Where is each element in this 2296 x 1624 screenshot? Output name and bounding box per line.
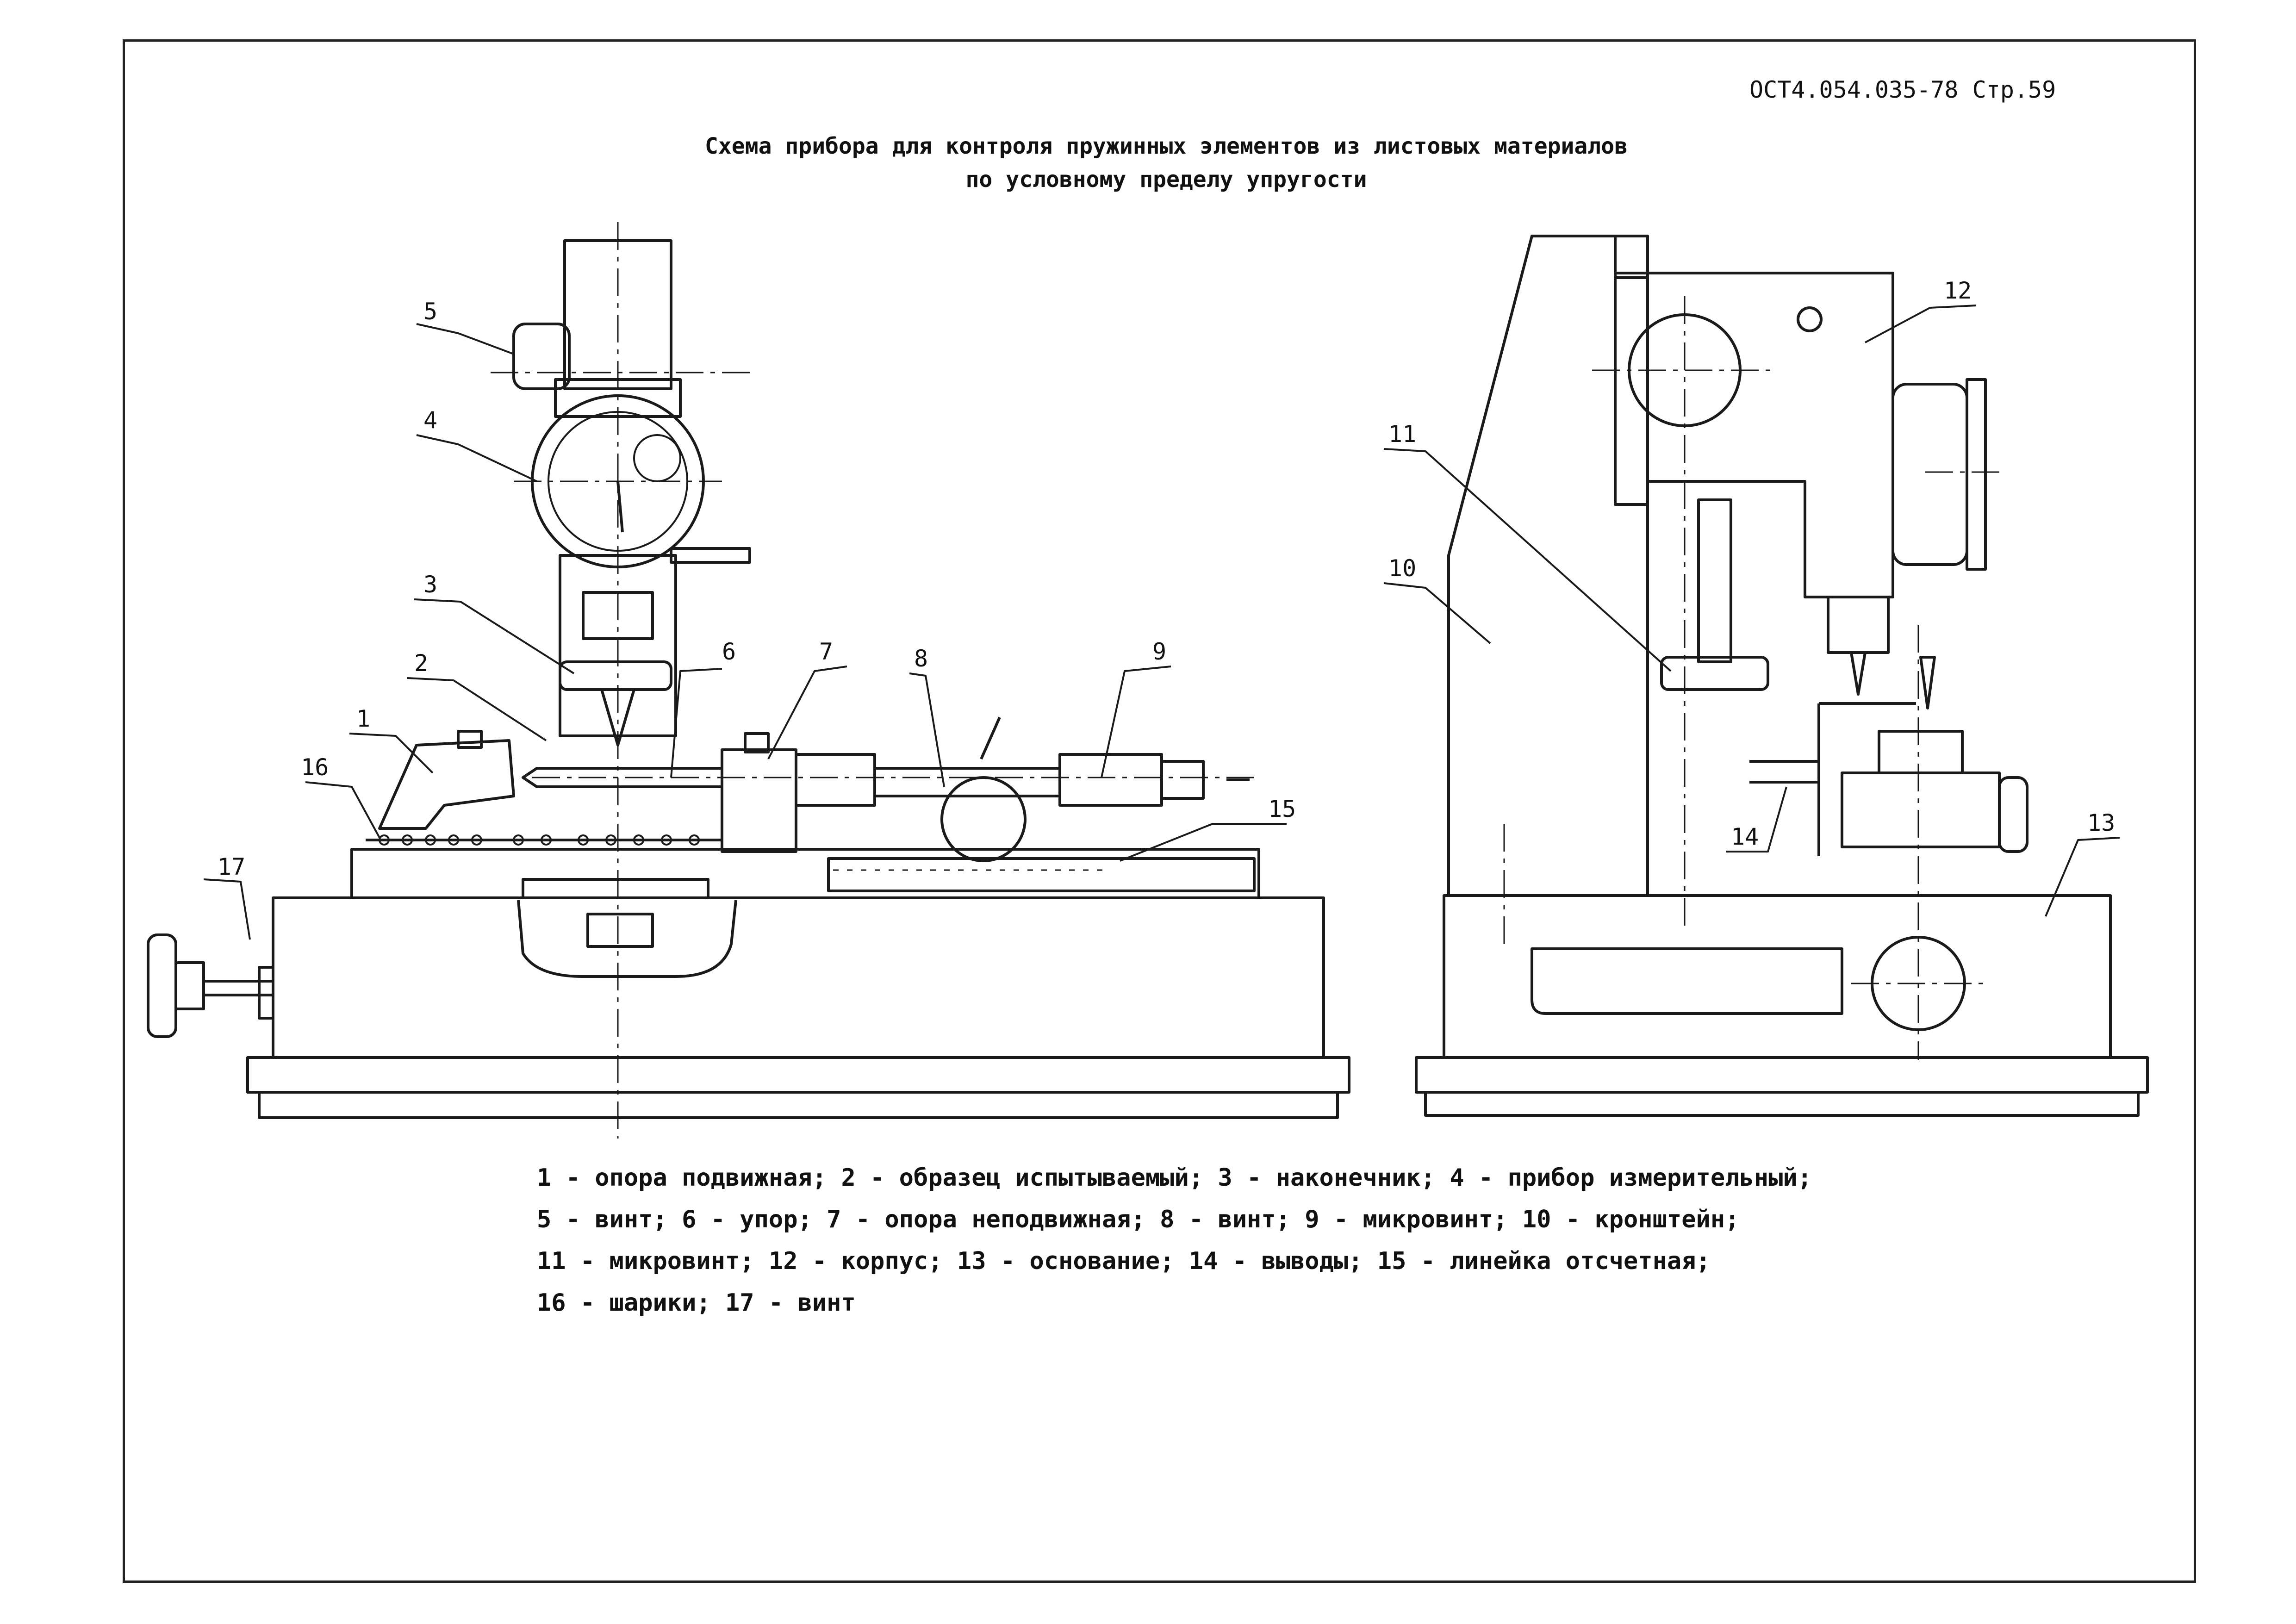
callout-12: 12 — [1944, 277, 1972, 304]
callout-1: 1 — [356, 705, 370, 732]
legend: 1 - опора подвижная; 2 - образец испытыв… — [537, 1157, 1879, 1324]
sample-holder — [1841, 772, 2001, 848]
callout-2: 2 — [414, 650, 428, 677]
base-recess — [517, 900, 737, 978]
fixed-support-knob — [744, 732, 770, 753]
drawing-title: Схема прибора для контроля пружинных эле… — [685, 130, 1648, 196]
screw-17-shaft — [202, 980, 274, 996]
leader-lines — [203, 305, 2120, 940]
callout-9: 9 — [1152, 638, 1166, 665]
dial-needle — [616, 481, 624, 533]
callout-6: 6 — [722, 638, 736, 665]
housing — [1614, 272, 1894, 598]
document-reference: ОСТ4.054.035-78 Стр.59 — [1749, 76, 2056, 103]
callout-13: 13 — [2087, 809, 2115, 836]
callout-15: 15 — [1268, 796, 1296, 822]
callout-16: 16 — [301, 754, 329, 781]
side-indicator — [1892, 383, 1968, 566]
screw-block — [795, 753, 876, 807]
callout-10: 10 — [1388, 555, 1416, 582]
front-view — [147, 222, 1350, 1139]
micrometer-thimble — [1058, 753, 1163, 807]
callout-11: 11 — [1388, 421, 1416, 448]
carriage-plate — [350, 848, 1260, 899]
movable-support — [378, 739, 515, 830]
side-center-lines — [1503, 296, 2004, 1060]
title-line-2: по условному пределу упругости — [965, 167, 1367, 193]
bottom-plate — [246, 1056, 1350, 1094]
bottom-plate-lower — [258, 1091, 1339, 1119]
side-tip-point — [1919, 656, 1936, 709]
callout-4: 4 — [423, 407, 437, 434]
side-lower-tip — [1850, 651, 1867, 696]
sample-holder-top — [1878, 730, 1964, 774]
callout-3: 3 — [423, 571, 437, 598]
sample-holder-knob — [1998, 776, 2028, 853]
bracket-cap — [1614, 235, 1649, 279]
screw-5-knob — [512, 323, 571, 390]
tip-nut — [559, 660, 672, 691]
side-tip-holder — [1827, 596, 1890, 654]
balls — [379, 834, 700, 846]
drawing-frame — [123, 39, 2196, 1583]
micro-screw-shaft — [1697, 498, 1732, 663]
movable-support-knob — [457, 730, 483, 749]
base-slot — [1531, 947, 1843, 1015]
housing-screw — [1797, 306, 1823, 332]
dial-sub-face — [633, 434, 681, 482]
indicator-bracket — [670, 547, 751, 564]
base-body — [272, 896, 1325, 1059]
legend-line-4: 16 - шарики; 17 - винт — [537, 1289, 856, 1317]
side-indicator-bezel — [1966, 378, 1987, 571]
title-line-1: Схема прибора для контроля пружинных эле… — [705, 133, 1628, 159]
screw-17-hub — [174, 961, 205, 1010]
side-bottom-plate-lower — [1424, 1091, 2140, 1117]
fixed-support — [721, 748, 797, 853]
legend-line-3: 11 - микровинт; 12 - корпус; 13 - основа… — [537, 1247, 1711, 1275]
micro-screw-knob — [1660, 656, 1769, 691]
slide-plate — [522, 878, 709, 899]
callout-5: 5 — [423, 298, 437, 325]
side-base — [1443, 894, 2112, 1059]
legend-line-2: 5 - винт; 6 - упор; 7 - опора неподвижна… — [537, 1206, 1740, 1233]
callout-7: 7 — [819, 638, 833, 665]
side-view — [1415, 235, 2149, 1117]
reading-ruler — [827, 857, 1256, 892]
callouts: 5 4 3 2 1 6 7 8 9 15 16 17 11 10 12 14 1… — [218, 277, 2115, 880]
callout-17: 17 — [218, 853, 245, 880]
screw-17-collar — [258, 966, 274, 1020]
legend-line-1: 1 - опора подвижная; 2 - образец испытыв… — [537, 1164, 1812, 1192]
screw-17-knob — [147, 933, 177, 1038]
micrometer-ratchet — [1160, 760, 1205, 800]
side-bottom-plate — [1415, 1056, 2149, 1094]
callout-14: 14 — [1731, 823, 1759, 850]
dovetail-block — [586, 913, 654, 948]
bracket — [1447, 235, 1649, 896]
callout-8: 8 — [914, 645, 928, 672]
front-center-lines — [491, 222, 1259, 1139]
micrometer-lever — [980, 716, 1001, 760]
